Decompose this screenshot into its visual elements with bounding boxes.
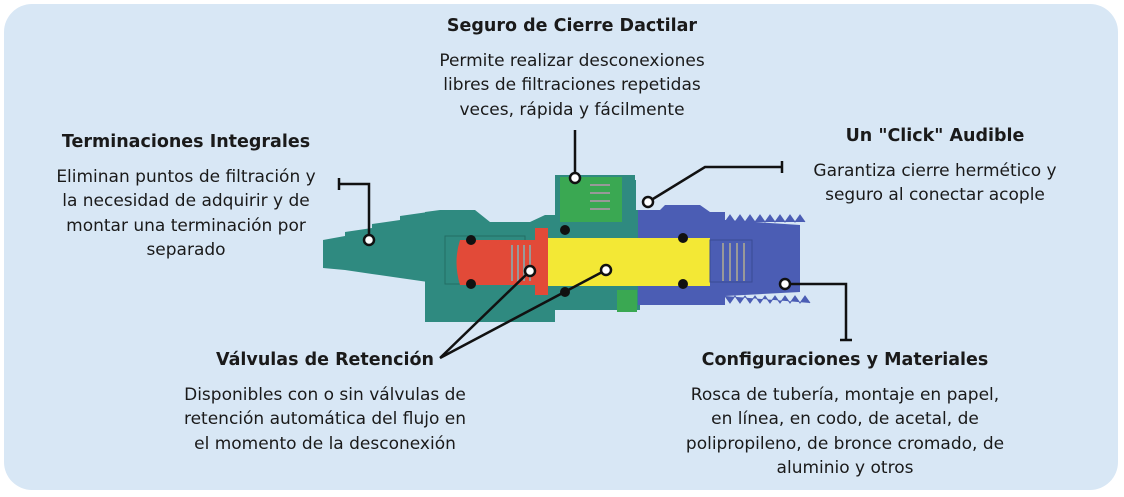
yellow-stem	[548, 238, 710, 286]
callout-line: el momento de la desconexión	[194, 433, 456, 454]
callout-title: Seguro de Cierre Dactilar	[446, 16, 698, 36]
callout-line: aluminio y otros	[776, 458, 914, 478]
callout-line: Disponibles con o sin válvulas de	[184, 384, 466, 405]
green-collar	[560, 177, 622, 222]
callout-click: Un "Click" Audible Garantiza cierre herm…	[790, 124, 1080, 208]
callout-line: polipropileno, de bronce cromado, de	[685, 433, 1005, 454]
leader-points	[362, 171, 792, 291]
callout-line: la necesidad de adquirir y de	[62, 191, 310, 211]
callout-title: Un "Click" Audible	[845, 126, 1025, 146]
callout-line: Eliminan puntos de filtración y	[56, 166, 316, 187]
hose-barb	[323, 212, 428, 282]
callout-line: veces, rápida y fácilmente	[459, 99, 685, 120]
callout-title: Válvulas de Retención	[216, 350, 434, 370]
callout-line: seguro al conectar acople	[825, 185, 1045, 205]
green-collar-lower	[617, 290, 637, 312]
leader-lines	[337, 130, 852, 360]
collar-latch	[622, 180, 636, 230]
red-valve	[456, 228, 548, 295]
callout-line: Rosca de tubería, montaje en papel,	[690, 384, 1000, 405]
callout-line: retención automática del flujo en	[183, 409, 467, 429]
springs	[511, 184, 745, 281]
callout-seguro: Seguro de Cierre Dactilar Permite realiz…	[412, 14, 732, 122]
callout-line: separado	[146, 240, 226, 260]
callout-config: Configuraciones y Materiales Rosca de tu…	[660, 348, 1030, 481]
callout-terminaciones: Terminaciones Integrales Eliminan puntos…	[36, 130, 336, 263]
thread	[724, 214, 811, 304]
callout-line: en línea, en codo, de acetal, de	[711, 409, 979, 429]
callout-title: Configuraciones y Materiales	[701, 350, 989, 370]
callout-line: libres de filtraciones repetidas	[443, 75, 701, 95]
callout-line: Permite realizar desconexiones	[439, 50, 705, 71]
callout-valvulas: Válvulas de Retención Disponibles con o …	[160, 348, 490, 456]
callout-title: Terminaciones Integrales	[61, 132, 311, 152]
callout-line: Garantiza cierre hermético y	[813, 160, 1057, 181]
callout-line: montar una terminación por	[66, 215, 306, 236]
